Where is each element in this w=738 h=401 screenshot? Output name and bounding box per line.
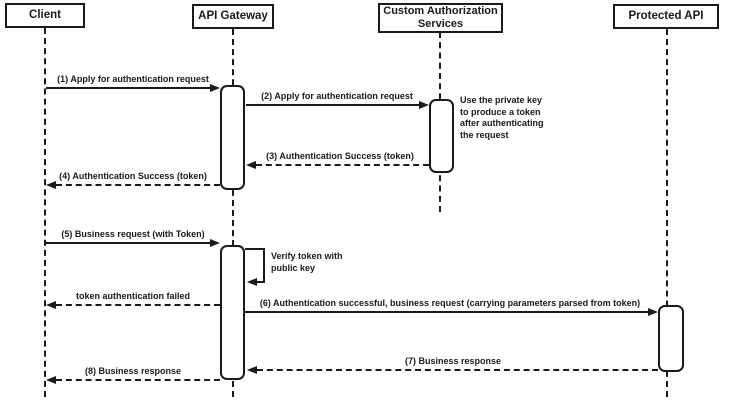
self-message-arrowhead-icon [247, 278, 257, 286]
self-message-bottom-line [257, 281, 265, 283]
message-3-label: (3) Authentication Success (token) [266, 151, 414, 161]
lifeline-api-gateway [232, 29, 234, 397]
message-8-label: (8) Business response [84, 366, 182, 376]
message-2-arrowhead-icon [419, 101, 429, 109]
self-message-right-line [263, 248, 265, 283]
message-failed-line [56, 304, 220, 306]
message-failed-arrowhead-icon [46, 301, 56, 309]
message-7-label: (7) Business response [404, 356, 502, 366]
message-4-arrowhead-icon [46, 181, 56, 189]
activation-custom-authorization-services [429, 99, 454, 173]
message-8-line [56, 379, 220, 381]
message-6-line [245, 311, 649, 313]
message-1-line [46, 87, 211, 89]
self-message-label: Verify token with public key [271, 251, 343, 273]
lifeline-protected-api [666, 29, 668, 397]
message-7-line [257, 369, 658, 371]
participant-custom-authorization-services-label: Custom Authorization Services [383, 4, 498, 30]
activation-api-gateway-business [220, 245, 245, 380]
message-1-label: (1) Apply for authentication request [57, 74, 209, 84]
message-2-label: (2) Apply for authentication request [261, 91, 413, 101]
message-5-line [46, 242, 211, 244]
participant-api-gateway-label: API Gateway [198, 9, 268, 22]
lifeline-client [44, 28, 46, 397]
message-3-line [256, 164, 429, 166]
activation-api-gateway-auth [220, 85, 245, 190]
participant-custom-authorization-services: Custom Authorization Services [378, 3, 503, 33]
participant-client: Client [5, 3, 85, 28]
participant-protected-api: Protected API [613, 4, 719, 29]
message-8-arrowhead-icon [46, 376, 56, 384]
participant-api-gateway: API Gateway [192, 4, 274, 29]
note-private-key: Use the private key to produce a token a… [460, 95, 544, 141]
message-6-label: (6) Authentication successful, business … [259, 298, 641, 308]
self-message-top-line [245, 248, 265, 250]
participant-protected-api-label: Protected API [628, 9, 704, 22]
message-7-arrowhead-icon [247, 366, 257, 374]
message-5-arrowhead-icon [210, 239, 220, 247]
activation-protected-api [658, 305, 684, 372]
message-1-arrowhead-icon [210, 84, 220, 92]
message-3-arrowhead-icon [246, 161, 256, 169]
participant-client-label: Client [29, 8, 61, 21]
message-6-arrowhead-icon [648, 308, 658, 316]
message-4-label: (4) Authentication Success (token) [59, 171, 207, 181]
message-2-line [246, 104, 420, 106]
message-failed-label: token authentication failed [75, 291, 191, 301]
message-5-label: (5) Business request (with Token) [61, 229, 205, 239]
message-4-line [56, 184, 220, 186]
